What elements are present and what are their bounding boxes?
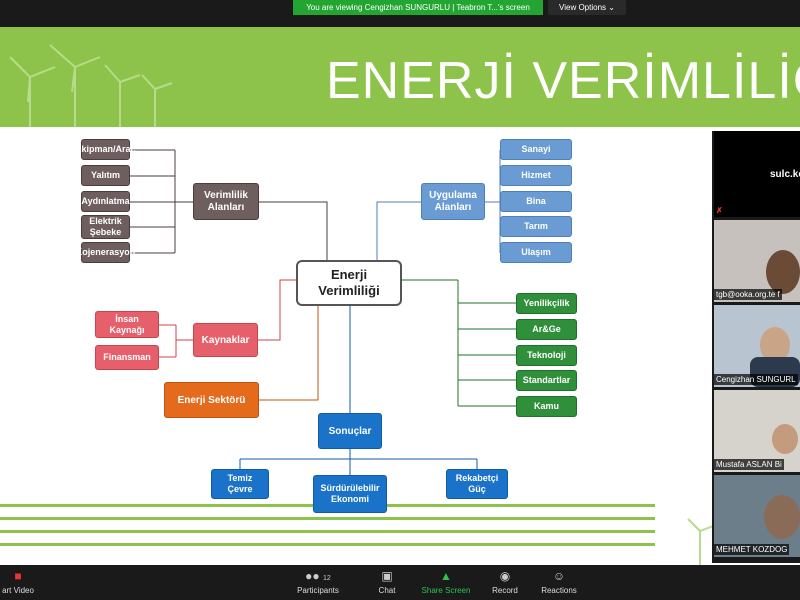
participant-tile[interactable]: tgb@ooka.org.te f bbox=[714, 220, 800, 302]
reactions-label: Reactions bbox=[541, 586, 577, 595]
node-aydinlatma: Aydınlatma bbox=[81, 191, 130, 212]
reactions-button[interactable]: ☺ Reactions bbox=[529, 567, 589, 598]
node-temiz-cevre: Temiz Çevre bbox=[211, 469, 269, 499]
record-label: Record bbox=[492, 586, 518, 595]
share-screen-button[interactable]: ▲ Share Screen bbox=[416, 567, 476, 598]
video-off-icon: ■ bbox=[14, 569, 22, 583]
node-kojenerasyon: Kojenerasyon bbox=[76, 242, 135, 263]
wind-turbines-graphic bbox=[9, 44, 173, 127]
participant-video bbox=[766, 250, 800, 294]
node-arge: Ar&Ge bbox=[516, 319, 577, 340]
node-yenilikcilik: Yenilikçilik bbox=[516, 293, 577, 314]
chat-button[interactable]: ▣ Chat bbox=[357, 567, 417, 598]
node-sanayi: Sanayi bbox=[500, 139, 572, 160]
meeting-toolbar: ■ art Video ●● 12 Participants ▣ Chat ▲ … bbox=[0, 565, 800, 600]
shared-slide: ENERJİ VERİMLİLİĞ bbox=[0, 27, 800, 565]
decor-stripe bbox=[0, 543, 655, 546]
node-teknoloji: Teknoloji bbox=[516, 345, 577, 366]
muted-mic-icon: ✗ bbox=[716, 206, 723, 215]
participant-tile[interactable]: MEHMET KOZDOG bbox=[714, 475, 800, 557]
node-uygulama-alanlari: Uygulama Alanları bbox=[421, 183, 485, 220]
participant-tile[interactable]: Mustafa ASLAN Bi bbox=[714, 390, 800, 472]
node-surdurulebilir-ekonomi: Sürdürülebilir Ekonomi bbox=[313, 475, 387, 513]
decor-stripe bbox=[0, 517, 655, 520]
participant-name: MEHMET KOZDOG bbox=[714, 544, 790, 555]
participant-tile[interactable]: Cengizhan SUNGURL bbox=[714, 305, 800, 387]
node-ekipman: Ekipman/Araç bbox=[75, 139, 136, 160]
node-rekabetci-guc: Rekabetçi Güç bbox=[446, 469, 508, 499]
participants-label: Participants bbox=[297, 586, 339, 595]
participant-video bbox=[772, 424, 798, 454]
participant-video bbox=[764, 495, 800, 539]
start-video-label: art Video bbox=[2, 586, 34, 595]
participants-icon: ●● 12 bbox=[305, 569, 331, 583]
node-bina: Bina bbox=[500, 191, 572, 212]
record-button[interactable]: ◉ Record bbox=[475, 567, 535, 598]
node-yalitim: Yalıtım bbox=[81, 165, 130, 186]
participant-name: Mustafa ASLAN Bi bbox=[714, 459, 784, 470]
view-options-label: View Options bbox=[559, 3, 607, 12]
node-verimlilik-alanlari: Verimlilik Alanları bbox=[193, 183, 259, 220]
participant-name: Cengizhan SUNGURL bbox=[714, 374, 798, 385]
node-elektrik-sebeke: Elektrik Şebeke bbox=[81, 215, 130, 239]
node-enerji-verimliligi: Enerji Verimliliği bbox=[296, 260, 402, 306]
chat-label: Chat bbox=[378, 586, 396, 595]
node-tarim: Tarım bbox=[500, 216, 572, 237]
record-icon: ◉ bbox=[499, 569, 511, 583]
decor-stripe bbox=[0, 530, 655, 533]
node-kamu: Kamu bbox=[516, 396, 577, 417]
view-options-button[interactable]: View Options ⌄ bbox=[548, 0, 626, 15]
share-screen-icon: ▲ bbox=[440, 569, 452, 583]
share-screen-label: Share Screen bbox=[421, 586, 471, 595]
participants-count: 12 bbox=[323, 575, 331, 582]
participants-button[interactable]: ●● 12 Participants bbox=[288, 567, 348, 598]
participant-name: tgb@ooka.org.te f bbox=[714, 289, 782, 300]
node-kaynaklar: Kaynaklar bbox=[193, 323, 258, 357]
start-video-button[interactable]: ■ art Video bbox=[0, 567, 48, 598]
node-insan-kaynagi: İnsan Kaynağı bbox=[95, 311, 159, 338]
node-sonuclar: Sonuçlar bbox=[318, 413, 382, 449]
self-label: sulc.ko bbox=[770, 169, 800, 180]
node-enerji-sektoru: Enerji Sektörü bbox=[164, 382, 259, 418]
node-ulasim: Ulaşım bbox=[500, 242, 572, 263]
chat-icon: ▣ bbox=[381, 569, 393, 583]
node-finansman: Finansman bbox=[95, 345, 159, 370]
chevron-down-icon: ⌄ bbox=[608, 3, 615, 12]
node-hizmet: Hizmet bbox=[500, 165, 572, 186]
self-view-tile[interactable]: sulc.ko ✗ bbox=[714, 131, 800, 217]
top-bar: You are viewing Cengizhan SUNGURLU | Tea… bbox=[0, 0, 800, 16]
node-standartlar: Standartlar bbox=[516, 370, 577, 391]
reactions-icon: ☺ bbox=[552, 569, 566, 583]
slide-title: ENERJİ VERİMLİLİĞ bbox=[326, 52, 800, 110]
viewing-banner: You are viewing Cengizhan SUNGURLU | Tea… bbox=[293, 0, 543, 15]
slide-header: ENERJİ VERİMLİLİĞ bbox=[0, 27, 800, 127]
